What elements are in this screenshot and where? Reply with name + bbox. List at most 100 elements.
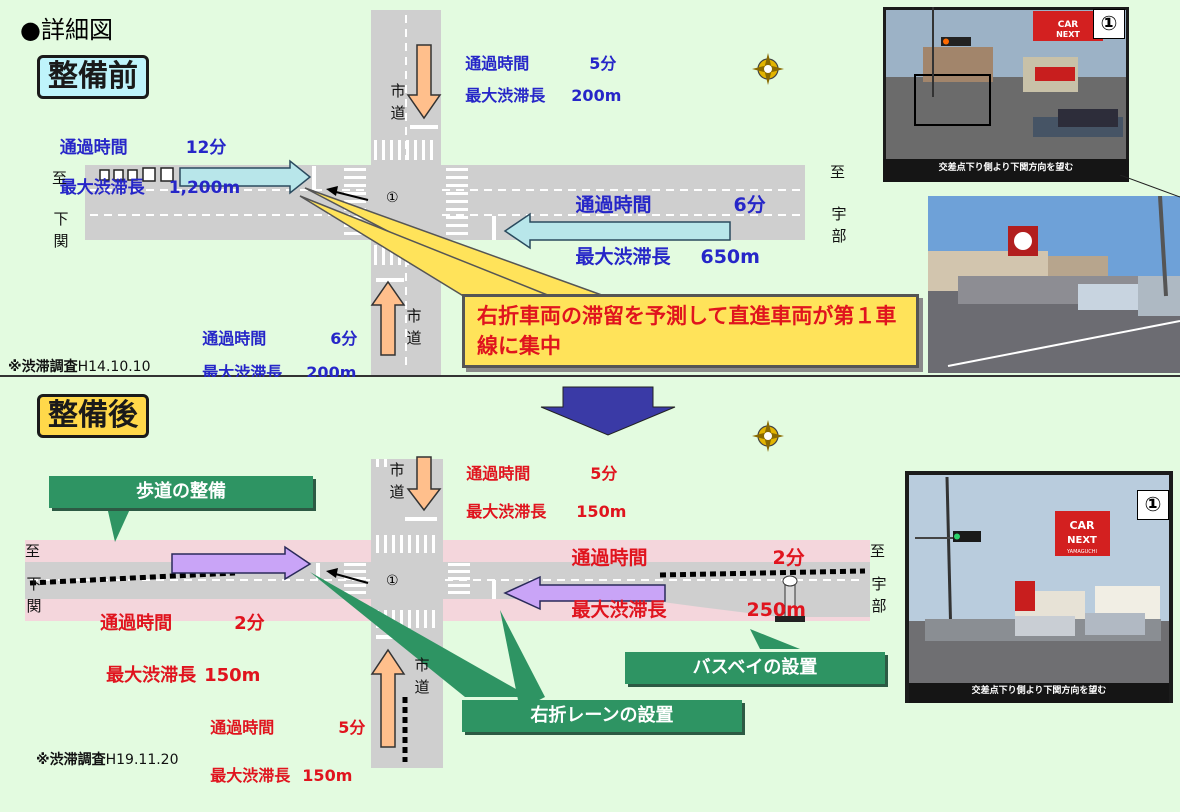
- northbound-arrow: [370, 280, 406, 356]
- before-city-road-north: 市道: [389, 80, 407, 124]
- after-west-name-1: 下: [26, 575, 42, 593]
- before-east-name: 宇部: [830, 203, 848, 247]
- west-name-1: 下: [53, 210, 69, 228]
- after-west-time-label: 通過時間: [100, 613, 173, 634]
- after-west-queue-label: 最大渋滞長: [106, 665, 197, 686]
- photo-1-sign-text: CAR: [1058, 20, 1079, 30]
- before-survey-prefix: ※渋滞調査: [8, 359, 78, 375]
- after-survey-note: ※渋滞調査H19.11.20: [36, 749, 179, 769]
- after-east-queue-label: 最大渋滞長: [571, 599, 667, 621]
- after-road-diagram: [25, 386, 870, 768]
- after-west-time-value: 2分: [234, 613, 265, 634]
- compass-icon: [752, 53, 784, 85]
- before-east-time-value: 6分: [733, 194, 766, 216]
- after-point-marker: ①: [386, 573, 399, 589]
- eastbound-queue-arrow: [503, 212, 731, 250]
- after-survey-prefix: ※渋滞調査: [36, 752, 106, 768]
- before-point-marker: ①: [386, 190, 399, 206]
- after-panel: 整備後 歩道の整備 バスベイの設置 右折レーンの設置 通過時間 5分 最大渋滞長 1…: [0, 377, 1180, 785]
- before-south-queue-value: 200m: [306, 363, 357, 382]
- after-south-time-label: 通過時間: [210, 718, 275, 737]
- after-survey-date: H19.11.20: [105, 752, 179, 768]
- east-name-2: 部: [831, 227, 847, 245]
- after-city-road-2b: 道: [414, 678, 430, 696]
- before-north-queue-value: 200m: [571, 86, 622, 105]
- after-photo-caption: 交差点下り側より下関方向を望む: [971, 686, 1107, 696]
- before-north-queue-label: 最大渋滞長: [465, 86, 546, 105]
- city-road-2b: 道: [406, 329, 422, 347]
- southbound-arrow: [406, 44, 442, 120]
- west-name-2: 関: [53, 232, 69, 250]
- before-road-diagram: [85, 10, 805, 375]
- before-south-time-value: 6分: [330, 329, 358, 348]
- before-north-time-value: 5分: [589, 54, 617, 73]
- after-east-name: 宇部: [870, 573, 888, 617]
- transition-arrow: [540, 386, 676, 436]
- after-city-road-north: 市道: [388, 459, 406, 503]
- after-east-time-value: 2分: [772, 547, 805, 569]
- before-west-queue-value: 1,200m: [168, 178, 241, 198]
- after-east-stats: 通過時間 2分 最大渋滞長 250m: [545, 519, 806, 649]
- after-photo: CAR NEXT YAMAGUCHI: [905, 471, 1173, 703]
- before-survey-date: H14.10.10: [77, 359, 151, 375]
- after-north-queue-label: 最大渋滞長: [466, 502, 547, 521]
- before-west-queue-label: 最大渋滞長: [59, 178, 145, 198]
- bus-stop-icon: [775, 575, 805, 622]
- after-compass-icon: [752, 420, 784, 452]
- after-south-queue-value: 150m: [302, 766, 353, 785]
- after-photo-sign-text-2: NEXT: [1067, 535, 1097, 546]
- queued-cars: [99, 167, 174, 182]
- before-survey-note: ※渋滞調査H14.10.10: [8, 356, 151, 376]
- before-callout: 右折車両の滞留を予測して直進車両が第１車線に集中: [462, 294, 919, 368]
- sidewalk-badge: 歩道の整備: [49, 476, 313, 508]
- after-city-road-1: 市: [389, 461, 405, 479]
- after-west-name-2: 関: [26, 597, 42, 615]
- after-east-name-2: 部: [871, 597, 887, 615]
- rightturn-badge: 右折レーンの設置: [462, 700, 742, 732]
- after-west-name: 下関: [25, 573, 43, 617]
- before-south-queue-label: 最大渋滞長: [202, 363, 283, 382]
- before-east-queue-label: 最大渋滞長: [575, 246, 671, 268]
- after-city-road-1b: 市: [414, 656, 430, 674]
- after-southbound-arrow: [406, 456, 442, 512]
- after-south-queue-label: 最大渋滞長: [210, 766, 291, 785]
- after-west-to: 至: [25, 542, 41, 560]
- after-photo-marker: ①: [1137, 490, 1169, 520]
- after-east-name-1: 宇: [871, 575, 887, 593]
- after-city-road-south: 市道: [413, 654, 431, 698]
- after-north-time-label: 通過時間: [466, 464, 531, 483]
- before-west-to: 至: [52, 169, 68, 187]
- before-east-to: 至: [830, 163, 846, 181]
- after-northbound-arrow: [370, 648, 406, 748]
- after-east-time-label: 通過時間: [571, 547, 648, 569]
- after-westbound-arrow: [171, 545, 312, 581]
- before-north-time-label: 通過時間: [465, 54, 530, 73]
- after-title: 整備後: [37, 394, 149, 438]
- before-south-time-label: 通過時間: [202, 329, 267, 348]
- before-east-queue-value: 650m: [700, 246, 760, 268]
- after-south-stats: 通過時間 5分 最大渋滞長 150m: [188, 692, 365, 812]
- after-south-time-value: 5分: [338, 718, 366, 737]
- photo-1-sign-text-2: NEXT: [1056, 30, 1080, 39]
- before-photo-2: [928, 196, 1180, 373]
- busbay-badge: バスベイの設置: [625, 652, 885, 684]
- after-eastbound-arrow: [503, 575, 666, 611]
- after-east-queue-value: 250m: [746, 599, 806, 621]
- after-photo-sign-text: CAR: [1069, 519, 1095, 532]
- east-name-1: 宇: [831, 205, 847, 223]
- before-photo-1-marker: ①: [1093, 9, 1125, 39]
- city-road-2: 道: [390, 104, 406, 122]
- after-city-road-2: 道: [389, 483, 405, 501]
- before-north-stats: 通過時間 5分 最大渋滞長 200m: [443, 40, 621, 120]
- westbound-queue-arrow: [179, 159, 312, 195]
- after-east-to: 至: [870, 542, 886, 560]
- photo-connector: [1120, 175, 1180, 198]
- after-north-queue-value: 150m: [576, 502, 627, 521]
- city-road-1: 市: [390, 82, 406, 100]
- before-title: 整備前: [37, 55, 149, 99]
- before-west-time-label: 通過時間: [59, 138, 128, 158]
